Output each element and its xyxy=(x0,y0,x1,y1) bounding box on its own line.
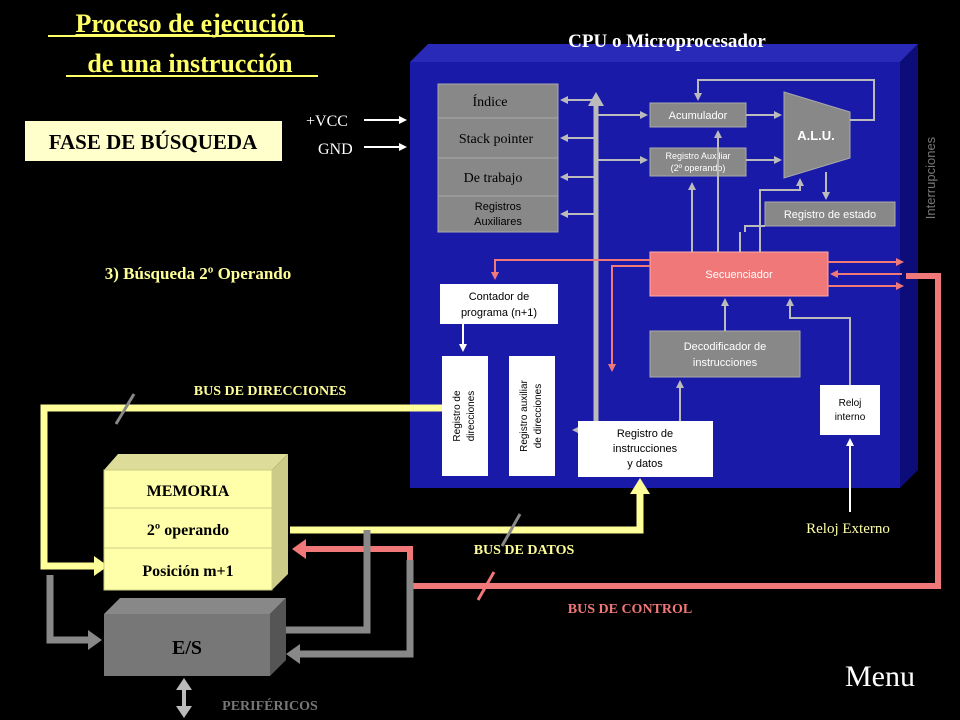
gray-bus-left xyxy=(46,575,90,644)
title-line2: de una instrucción xyxy=(87,49,293,78)
reloj-externo-label: Reloj Externo xyxy=(806,521,890,537)
bus-direcciones-label: BUS DE DIRECCIONES xyxy=(194,384,347,399)
regdir-label-2: direcciones xyxy=(466,391,477,442)
alu-feedback xyxy=(694,79,875,121)
bus-direcciones-tick xyxy=(114,393,136,425)
secuenciador-box xyxy=(649,251,829,297)
gray-bus-right xyxy=(298,560,414,658)
perifericos-label: PERIFÉRICOS xyxy=(222,697,318,714)
gray-bus-middle xyxy=(282,530,371,634)
contador-label-1: Contador de xyxy=(469,291,530,303)
estado-to-seq xyxy=(744,225,765,232)
regauxdir-label-1: Registro auxiliar xyxy=(519,379,530,451)
register-trabajo-label: De trabajo xyxy=(464,171,523,186)
memoria-row-1-label: 2º operando xyxy=(147,522,229,539)
bus-datos xyxy=(290,490,644,534)
reg-estado-label: Registro de estado xyxy=(784,209,876,221)
es-box xyxy=(104,614,270,676)
es-top xyxy=(104,598,286,614)
reg-estado-box xyxy=(764,201,896,227)
reginstr-label-1: Registro de xyxy=(617,428,673,440)
acumulador-label: Acumulador xyxy=(669,110,728,122)
reloj-to-seq xyxy=(786,298,851,385)
memoria-top xyxy=(104,454,288,470)
gray-bus-left-head xyxy=(88,630,102,650)
es-side xyxy=(270,598,286,676)
title-line1-fill: Proceso de ejecución xyxy=(75,9,305,38)
regaux-label-2: (2º operando) xyxy=(671,163,726,173)
regauxdir-label-2: de direcciones xyxy=(533,384,544,448)
seq-to-contador xyxy=(491,259,650,280)
decodificador-label-2: instrucciones xyxy=(693,357,758,369)
bus-control-head xyxy=(292,539,306,559)
reloj-interno-label-2: interno xyxy=(835,412,866,423)
memoria-row-2-label: Posición m+1 xyxy=(142,563,233,580)
memoria-row-1 xyxy=(103,507,273,549)
register-stack-label: Stack pointer xyxy=(459,132,534,147)
alu-shape xyxy=(783,91,851,179)
seq-to-registers xyxy=(608,265,650,372)
cpu-side-face xyxy=(900,44,918,488)
regdir-label-1: Registro de xyxy=(452,390,463,442)
phase-box xyxy=(25,121,282,161)
memoria-title: MEMORIA xyxy=(147,483,230,500)
alu-label: A.L.U. xyxy=(797,128,835,143)
regdir-box xyxy=(442,356,488,476)
bus-control-label: BUS DE CONTROL xyxy=(568,602,692,617)
register-aux-label-2: Auxiliares xyxy=(474,216,522,228)
reloj-interno-box xyxy=(820,385,880,435)
bus-datos-label: BUS DE DATOS xyxy=(474,543,575,558)
interrupciones-label: Interrupciones xyxy=(923,136,938,219)
cpu-top-face xyxy=(410,44,918,62)
reloj-interno-label-1: Reloj xyxy=(839,398,862,409)
menu-link[interactable]: Menu xyxy=(845,660,915,693)
perifericos-arrow-down xyxy=(176,706,192,718)
bus-direcciones-head xyxy=(94,556,108,576)
memoria-side xyxy=(272,454,288,590)
contador-box xyxy=(440,284,558,324)
register-aux-label-1: Registros xyxy=(475,201,522,213)
regaux-label-1: Registro Auxiliar xyxy=(665,151,730,161)
gnd-label: GND xyxy=(318,141,353,158)
reginstr-label-2: instrucciones xyxy=(613,443,678,455)
bus-datos-tick xyxy=(500,513,522,547)
reginstr-label-3: y datos xyxy=(627,458,663,470)
contador-label-2: programa (n+1) xyxy=(461,307,537,319)
memoria-row-2 xyxy=(103,547,273,591)
regauxdir-box xyxy=(509,356,555,476)
bus-control-tick xyxy=(476,571,496,601)
acumulador-box xyxy=(649,102,747,128)
gray-bus-right-head xyxy=(286,644,300,664)
bus-direcciones xyxy=(40,404,442,570)
vcc-label: +VCC xyxy=(306,113,348,130)
es-label: E/S xyxy=(172,637,202,659)
register-indice-label: Índice xyxy=(473,93,508,110)
bus-datos-head xyxy=(630,478,650,494)
seq-to-alu xyxy=(759,178,804,252)
phase-label: FASE DE BÚSQUEDA xyxy=(49,130,258,154)
perifericos-arrow-up xyxy=(176,678,192,690)
reginstr-box xyxy=(578,421,713,477)
cpu-title: CPU o Microprocesador xyxy=(568,31,766,52)
secuenciador-label: Secuenciador xyxy=(705,269,773,281)
decodificador-box xyxy=(649,330,801,378)
memoria-row-title xyxy=(103,469,273,509)
bus-control xyxy=(304,273,941,589)
decodificador-label-1: Decodificador de xyxy=(684,341,767,353)
regaux-box xyxy=(649,147,747,177)
register-aux xyxy=(437,195,559,233)
step-label: 3) Búsqueda 2º Operando xyxy=(105,264,292,283)
